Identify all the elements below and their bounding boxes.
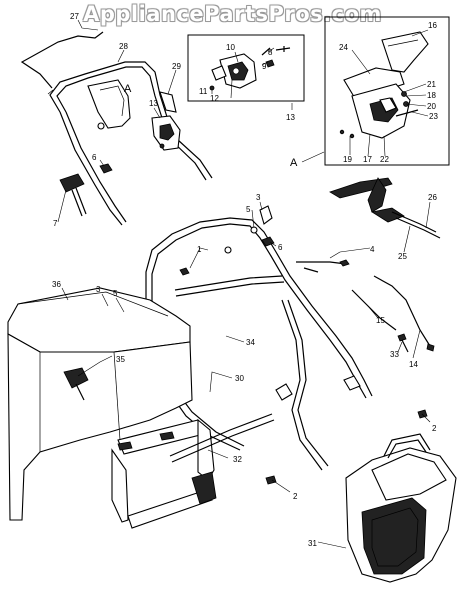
callout-10: 10 [226, 43, 235, 52]
callout-26: 26 [428, 193, 437, 202]
callout-28: 28 [119, 42, 128, 51]
callout-22: 22 [380, 155, 389, 164]
callout-1: 1 [197, 245, 202, 254]
callout-6: 6 [92, 153, 97, 162]
callout-20: 20 [427, 102, 436, 111]
right-side-parts [296, 177, 441, 353]
callout-30: 30 [235, 374, 244, 383]
callout-18: 18 [427, 91, 436, 100]
callout-31: 31 [308, 539, 317, 548]
callout-5b: 5 [113, 289, 118, 298]
callout-21: 21 [427, 80, 436, 89]
callout-17: 17 [363, 155, 372, 164]
callout-8: 8 [268, 48, 273, 57]
callout-3b: 3 [96, 285, 101, 294]
callout-7: 7 [53, 219, 58, 228]
watermark: AppliancePartsPros.com [83, 2, 382, 26]
callout-36: 36 [52, 280, 61, 289]
callout-13: 13 [149, 99, 158, 108]
detail-a-parts [339, 31, 429, 139]
callout-25: 25 [398, 252, 407, 261]
callout-35: 35 [116, 355, 125, 364]
callout-9: 9 [262, 62, 267, 71]
callout-6b: 6 [278, 243, 283, 252]
callout-2a: 2 [432, 424, 437, 433]
callout-12: 12 [210, 94, 219, 103]
control-inset-parts [209, 46, 291, 91]
callout-13b: 13 [286, 113, 295, 122]
upper-handle-assembly [20, 31, 213, 226]
detail-ref-a-main: A [124, 83, 132, 95]
discharge-chute [345, 433, 457, 583]
grass-catcher-bag [7, 287, 275, 529]
callout-19: 19 [343, 155, 352, 164]
callout-27: 27 [70, 12, 79, 21]
callout-3a: 3 [256, 193, 261, 202]
callout-32: 32 [233, 455, 242, 464]
leader-lines [57, 19, 431, 549]
inset-box-detail-a [324, 16, 450, 166]
callout-5a: 5 [246, 205, 251, 214]
callout-34: 34 [246, 338, 255, 347]
callout-23: 23 [429, 112, 438, 121]
callout-4: 4 [370, 245, 375, 254]
callout-16: 16 [428, 21, 437, 30]
callout-29: 29 [172, 62, 181, 71]
callout-11: 11 [199, 87, 208, 96]
callout-14: 14 [409, 360, 418, 369]
callout-15: 15 [376, 316, 385, 325]
callout-2b: 2 [293, 492, 298, 501]
part-7-handle-knob [59, 173, 87, 217]
callout-labels: 27 28 29 13 6 7 10 8 9 11 12 13 16 24 21… [52, 12, 438, 548]
inset-box-control [187, 34, 305, 102]
callout-24: 24 [339, 43, 348, 52]
callout-33: 33 [390, 350, 399, 359]
detail-ref-a-inset: A [290, 157, 298, 169]
